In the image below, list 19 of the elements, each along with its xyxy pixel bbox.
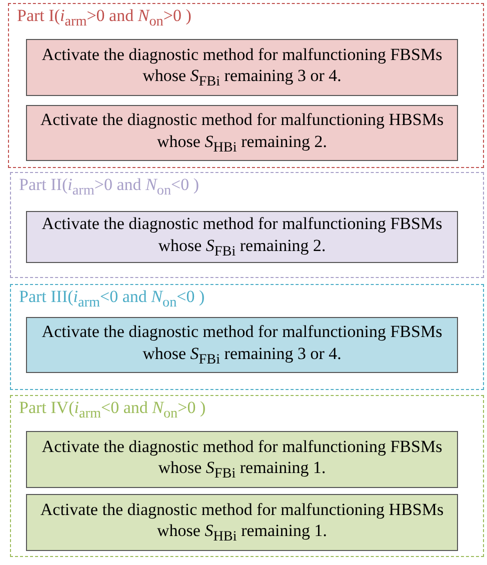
box-text: Activate the diagnostic method for malfunctioning FBSMs whose S$_{FBi}$ remaining 3 or 4. (40, 44, 444, 92)
box-text: Activate the diagnostic method for malfunctioning FBSMs whose S$_{FBi}$ remaining 2. (40, 213, 444, 261)
group-frame (10, 395, 484, 557)
box-text: Activate the diagnostic method for malfunctioning HBSMs whose S$_{HBi}$ remaining 1. (39, 498, 445, 546)
group-title: Part I(i$_{arm}$>0 and N$_{on}$>0 ) (17, 6, 192, 30)
process-box (26, 105, 458, 161)
group-title: Part II(i$_{arm}$>0 and N$_{on}$<0 ) (19, 175, 200, 200)
box-text: Activate the diagnostic method for malfunctioning FBSMs whose S$_{FBi}$ remaining 3 or 4. (40, 321, 444, 369)
group-title: Part IV(i$_{arm}$<0 and N$_{on}$>0 ) (19, 398, 206, 422)
group-frame (8, 3, 484, 168)
box-text: Activate the diagnostic method for malfunctioning FBSMs whose S$_{FBi}$ remaining 1. (40, 436, 444, 484)
process-box (26, 317, 458, 373)
process-box (26, 39, 458, 96)
group-frame (10, 284, 484, 390)
group-frame (10, 172, 484, 278)
process-box (26, 494, 458, 551)
process-box (26, 431, 458, 488)
group-title: Part III(i$_{arm}$<0 and N$_{on}$<0 ) (19, 287, 205, 312)
box-text: Activate the diagnostic method for malfunctioning HBSMs whose S$_{HBi}$ remaining 2. (39, 109, 445, 157)
